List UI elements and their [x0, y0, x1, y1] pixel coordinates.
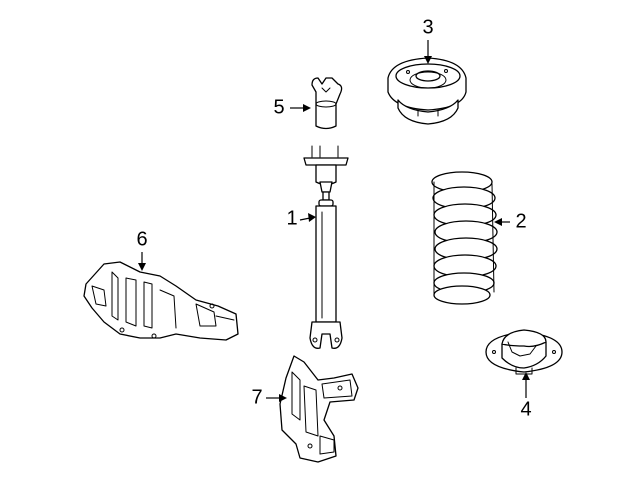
leader-1	[299, 217, 311, 221]
callout-1: 1	[286, 207, 297, 229]
shield-left	[83, 261, 239, 341]
coil-spring	[431, 171, 498, 305]
arrowhead-2	[494, 218, 502, 226]
callout-3: 3	[422, 16, 433, 38]
shock-absorber	[303, 145, 349, 349]
callout-numbers: 1 2 3 4 5 6 7	[136, 16, 531, 420]
shield-lower	[279, 355, 359, 463]
bump-stop	[311, 77, 343, 130]
callout-2: 2	[515, 210, 526, 232]
arrowhead-7	[279, 394, 287, 402]
arrowhead-4	[522, 372, 530, 380]
callout-7: 7	[251, 386, 262, 408]
arrowhead-6	[138, 263, 146, 271]
arrowhead-1	[308, 213, 316, 222]
callout-5: 5	[273, 96, 284, 118]
callout-6: 6	[136, 228, 147, 250]
lower-spring-seat	[485, 329, 563, 375]
upper-mount	[387, 57, 467, 125]
arrowhead-3	[424, 56, 432, 64]
callout-leaders	[138, 40, 530, 402]
callout-4: 4	[520, 398, 531, 420]
arrowhead-5	[303, 104, 311, 112]
